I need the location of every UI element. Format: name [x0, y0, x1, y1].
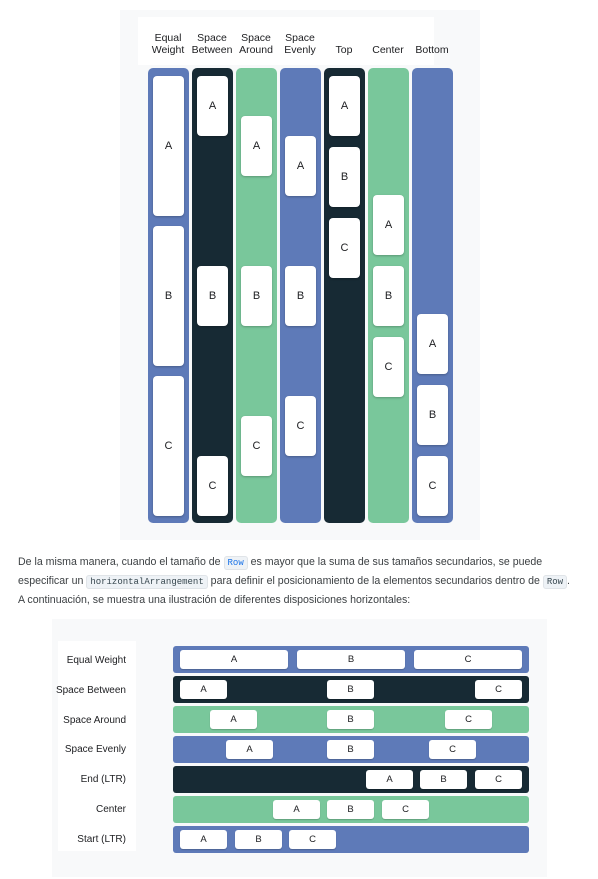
header-line1: Space — [285, 32, 315, 44]
col-header-bottom: Bottom — [409, 44, 455, 56]
item-card-b: B — [285, 266, 316, 326]
paragraph-text: . A continuación, se muestra una ilustra… — [18, 575, 570, 606]
item-card-c: C — [475, 680, 522, 699]
item-card-a: A — [329, 76, 360, 136]
header-line1: Space — [197, 32, 227, 44]
item-card-c: C — [417, 456, 448, 516]
paragraph-text: para definir el posicionamiento de la el… — [207, 575, 543, 587]
item-card-a: A — [197, 76, 228, 136]
item-card-b: B — [327, 740, 374, 759]
header-line2: Between — [191, 44, 233, 56]
item-card-c: C — [445, 710, 492, 729]
item-card-a: A — [180, 680, 227, 699]
item-card-c: C — [153, 376, 184, 516]
item-card-c: C — [197, 456, 228, 516]
col-header-space-evenly: Space Evenly — [277, 32, 323, 56]
header-line1: Space — [241, 32, 271, 44]
row-label-equal-weight: Equal Weight — [66, 655, 126, 666]
item-card-a: A — [366, 770, 413, 789]
item-card-b: B — [235, 830, 282, 849]
item-card-c: C — [475, 770, 522, 789]
item-card-a: A — [180, 650, 288, 669]
item-card-c: C — [373, 337, 404, 397]
item-card-b: B — [373, 266, 404, 326]
item-card-b: B — [153, 226, 184, 366]
item-card-a: A — [241, 116, 272, 176]
item-card-b: B — [327, 710, 374, 729]
header-line2: Weight — [151, 44, 185, 56]
header-line2: Top — [335, 44, 353, 56]
item-card-b: B — [327, 800, 374, 819]
col-header-equal-weight: Equal Weight — [145, 32, 191, 56]
row-label-space-evenly: Space Evenly — [64, 744, 126, 755]
item-card-a: A — [153, 76, 184, 216]
label-panel — [58, 641, 136, 851]
item-card-a: A — [285, 136, 316, 196]
column-top — [324, 68, 365, 523]
row-label-end-ltr: End (LTR) — [80, 774, 126, 785]
body-paragraph: De la misma manera, cuando el tamaño de … — [18, 553, 578, 609]
row-label-center: Center — [95, 804, 126, 815]
header-line2: Center — [372, 44, 404, 56]
item-card-b: B — [241, 266, 272, 326]
inline-code-row: Row — [223, 556, 248, 570]
item-card-b: B — [327, 680, 374, 699]
inline-code-row: Row — [542, 575, 568, 589]
row-label-start-ltr: Start (LTR) — [77, 834, 126, 845]
item-card-a: A — [373, 195, 404, 255]
paragraph-text: De la misma manera, cuando el tamaño de — [18, 556, 224, 568]
row-start-ltr — [173, 826, 529, 853]
inline-code-horizontal-arrangement: horizontalArrangement — [86, 575, 208, 589]
column-bottom — [412, 68, 453, 523]
item-card-b: B — [329, 147, 360, 207]
col-header-space-around: Space Around — [233, 32, 279, 56]
col-header-center: Center — [365, 44, 411, 56]
row-end-ltr — [173, 766, 529, 793]
item-card-c: C — [329, 218, 360, 278]
item-card-c: C — [429, 740, 476, 759]
header-line1: Equal — [154, 32, 182, 44]
item-card-b: B — [420, 770, 467, 789]
item-card-b: B — [197, 266, 228, 326]
item-card-a: A — [180, 830, 227, 849]
row-label-space-around: Space Around — [63, 715, 126, 726]
item-card-c: C — [241, 416, 272, 476]
row-label-space-between: Space Between — [55, 685, 126, 696]
item-card-a: A — [273, 800, 320, 819]
header-line2: Bottom — [415, 44, 449, 56]
item-card-c: C — [382, 800, 429, 819]
item-card-a: A — [417, 314, 448, 374]
col-header-space-between: Space Between — [189, 32, 235, 56]
item-card-c: C — [285, 396, 316, 456]
item-card-a: A — [226, 740, 273, 759]
item-card-b: B — [417, 385, 448, 445]
col-header-top: Top — [321, 44, 367, 56]
item-card-c: C — [414, 650, 522, 669]
item-card-a: A — [210, 710, 257, 729]
item-card-c: C — [289, 830, 336, 849]
item-card-b: B — [297, 650, 405, 669]
header-line2: Evenly — [284, 44, 316, 56]
header-strip — [138, 17, 434, 65]
paragraph-text: es mayor que la suma de sus tamaños secu… — [18, 556, 543, 587]
header-line2: Around — [239, 44, 273, 56]
